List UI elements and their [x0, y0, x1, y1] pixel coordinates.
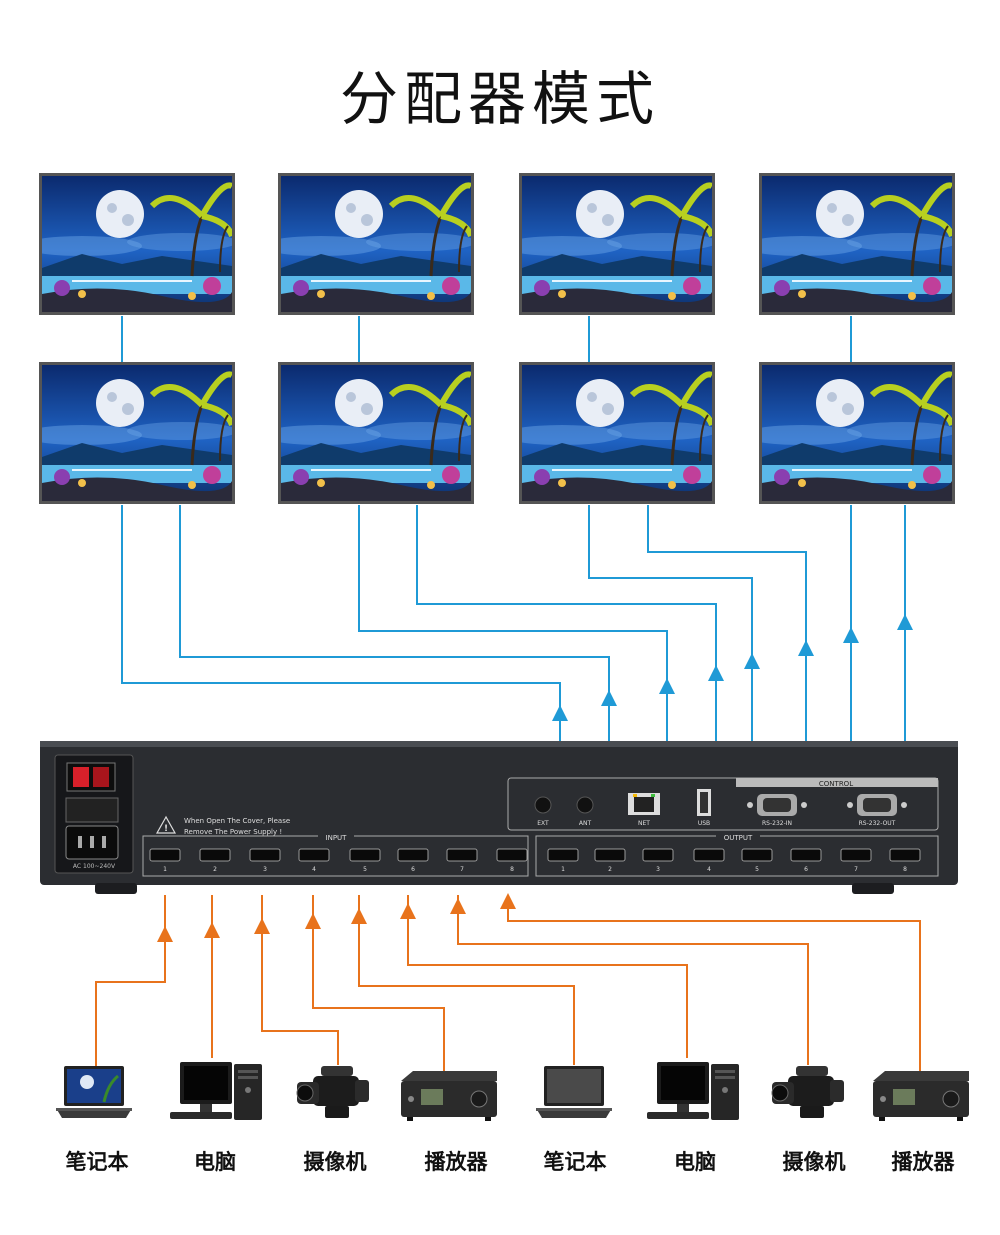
hdmi-output-port	[594, 848, 626, 862]
source-label-pc: 电脑	[674, 1150, 716, 1174]
hdmi-output-port-number: 8	[903, 866, 907, 873]
moonlit-beach-image	[762, 176, 952, 312]
hdmi-input-port	[199, 848, 231, 862]
hdmi-output-port-number: 4	[707, 866, 711, 873]
ext-antenna-port	[534, 796, 552, 814]
moonlit-beach-image	[762, 365, 952, 501]
hdmi-output-port-number: 6	[804, 866, 808, 873]
control-label: CONTROL	[819, 780, 853, 788]
hdmi-output-port	[790, 848, 822, 862]
hdmi-output-port-number: 1	[561, 866, 565, 873]
moonlit-beach-image	[522, 176, 712, 312]
moonlit-beach-image	[281, 176, 471, 312]
power-label: AC 100~240V	[73, 863, 116, 870]
hdmi-output-port-number: 3	[656, 866, 660, 873]
desktop-pc-icon	[170, 1062, 262, 1120]
warning-icon	[155, 815, 177, 834]
hdmi-output-port-number: 5	[755, 866, 759, 873]
hdmi-output-port	[547, 848, 579, 862]
rs232-in-label: RS-232-IN	[762, 820, 792, 827]
hdmi-input-port	[298, 848, 330, 862]
warning-text-line1: When Open The Cover, Please	[184, 817, 290, 825]
monitor-screen	[519, 173, 715, 315]
svg-text:!: !	[164, 824, 168, 834]
hdmi-input-port-number: 8	[510, 866, 514, 873]
hdmi-output-port	[642, 848, 674, 862]
ant-antenna-port	[576, 796, 594, 814]
hdmi-input-port-number: 7	[460, 866, 464, 873]
source-label-camera: 摄像机	[782, 1150, 846, 1174]
source-label-pc: 电脑	[194, 1150, 236, 1174]
source-label-player: 播放器	[891, 1150, 955, 1174]
moonlit-beach-image	[281, 365, 471, 501]
page-title: 分配器模式	[339, 65, 660, 133]
ext-label: EXT	[537, 820, 549, 827]
hdmi-output-port	[889, 848, 921, 862]
hdmi-input-port-number: 5	[363, 866, 367, 873]
rs232-out-label: RS-232-OUT	[859, 820, 896, 827]
moonlit-beach-image	[42, 176, 232, 312]
input-arrows	[157, 893, 516, 942]
hdmi-output-port	[840, 848, 872, 862]
hdmi-input-port-number: 4	[312, 866, 316, 873]
hdmi-input-port-number: 1	[163, 866, 167, 873]
hdmi-input-port	[397, 848, 429, 862]
source-label-laptop: 笔记本	[65, 1150, 129, 1174]
source-label-camera: 摄像机	[303, 1150, 367, 1174]
monitor-screen	[759, 362, 955, 504]
monitor-link-lines	[121, 316, 852, 362]
media-player-icon	[401, 1071, 497, 1121]
hdmi-input-port	[446, 848, 478, 862]
output-label: OUTPUT	[724, 834, 753, 842]
monitor-screen	[278, 362, 474, 504]
moonlit-beach-image	[522, 365, 712, 501]
monitor-screen	[278, 173, 474, 315]
hdmi-output-port	[693, 848, 725, 862]
monitor-screen	[39, 173, 235, 315]
output-arrows	[552, 614, 913, 721]
video-camera-icon	[296, 1066, 369, 1118]
input-wires	[95, 895, 921, 1072]
laptop-icon	[536, 1066, 612, 1118]
warning-text-line2: Remove The Power Supply !	[184, 828, 282, 836]
monitor-screen	[519, 362, 715, 504]
desktop-pc-icon	[647, 1062, 739, 1120]
hdmi-output-port-number: 2	[608, 866, 612, 873]
hdmi-input-port	[496, 848, 528, 862]
hdmi-input-port	[149, 848, 181, 862]
ant-label: ANT	[579, 820, 592, 827]
source-label-player: 播放器	[424, 1150, 488, 1174]
hdmi-output-port-number: 7	[854, 866, 858, 873]
monitor-screen	[759, 173, 955, 315]
matrix-switcher-chassis: AC 100~240V ! When Open The Cover, Pleas…	[40, 741, 958, 894]
hdmi-input-port	[249, 848, 281, 862]
laptop-icon	[56, 1066, 132, 1118]
input-label: INPUT	[326, 834, 348, 842]
moonlit-beach-image	[42, 365, 232, 501]
hdmi-input-port	[349, 848, 381, 862]
usb-label: USB	[698, 820, 710, 827]
monitor-screen	[39, 362, 235, 504]
hdmi-input-port-number: 6	[411, 866, 415, 873]
video-camera-icon	[771, 1066, 844, 1118]
hdmi-input-port-number: 3	[263, 866, 267, 873]
hdmi-input-port-number: 2	[213, 866, 217, 873]
media-player-icon	[873, 1071, 969, 1121]
source-label-laptop: 笔记本	[543, 1150, 607, 1174]
hdmi-output-port	[741, 848, 773, 862]
net-label: NET	[638, 820, 650, 827]
